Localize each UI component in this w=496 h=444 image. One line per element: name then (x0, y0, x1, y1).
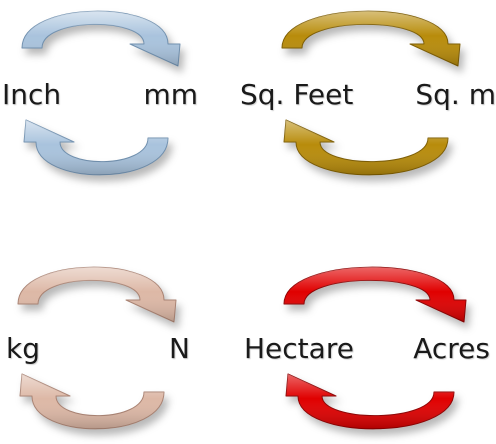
from-unit-label: kg (6, 332, 40, 365)
from-unit-label: Hectare (244, 332, 354, 365)
conversion-arrows (281, 10, 461, 176)
backward-arrow-shade (20, 374, 164, 429)
backward-arrow-shade (284, 120, 448, 175)
conversion-panel-kg-n: kg N (0, 222, 248, 444)
forward-arrow-shade (284, 267, 466, 322)
from-unit-label: Sq. Feet (240, 78, 354, 111)
to-unit-label: Acres (413, 332, 490, 365)
to-unit-label: mm (143, 78, 198, 111)
conversion-arrows (17, 266, 177, 430)
from-unit-label: Inch (2, 78, 62, 111)
conversion-panel-sqfeet-sqm: Sq. Feet Sq. m (240, 0, 496, 222)
forward-arrow-shade (18, 267, 176, 322)
to-unit-label: Sq. m (415, 78, 496, 111)
backward-arrow-shade (24, 120, 168, 175)
to-unit-label: N (169, 332, 190, 365)
conversion-arrows (21, 10, 181, 176)
conversion-panel-hectare-acres: Hectare Acres (244, 222, 496, 444)
conversion-panel-inch-mm: Inch mm (0, 0, 248, 222)
backward-arrow-shade (286, 374, 454, 429)
conversion-arrows (283, 266, 467, 430)
forward-arrow-shade (22, 11, 180, 66)
forward-arrow-shade (282, 11, 460, 66)
